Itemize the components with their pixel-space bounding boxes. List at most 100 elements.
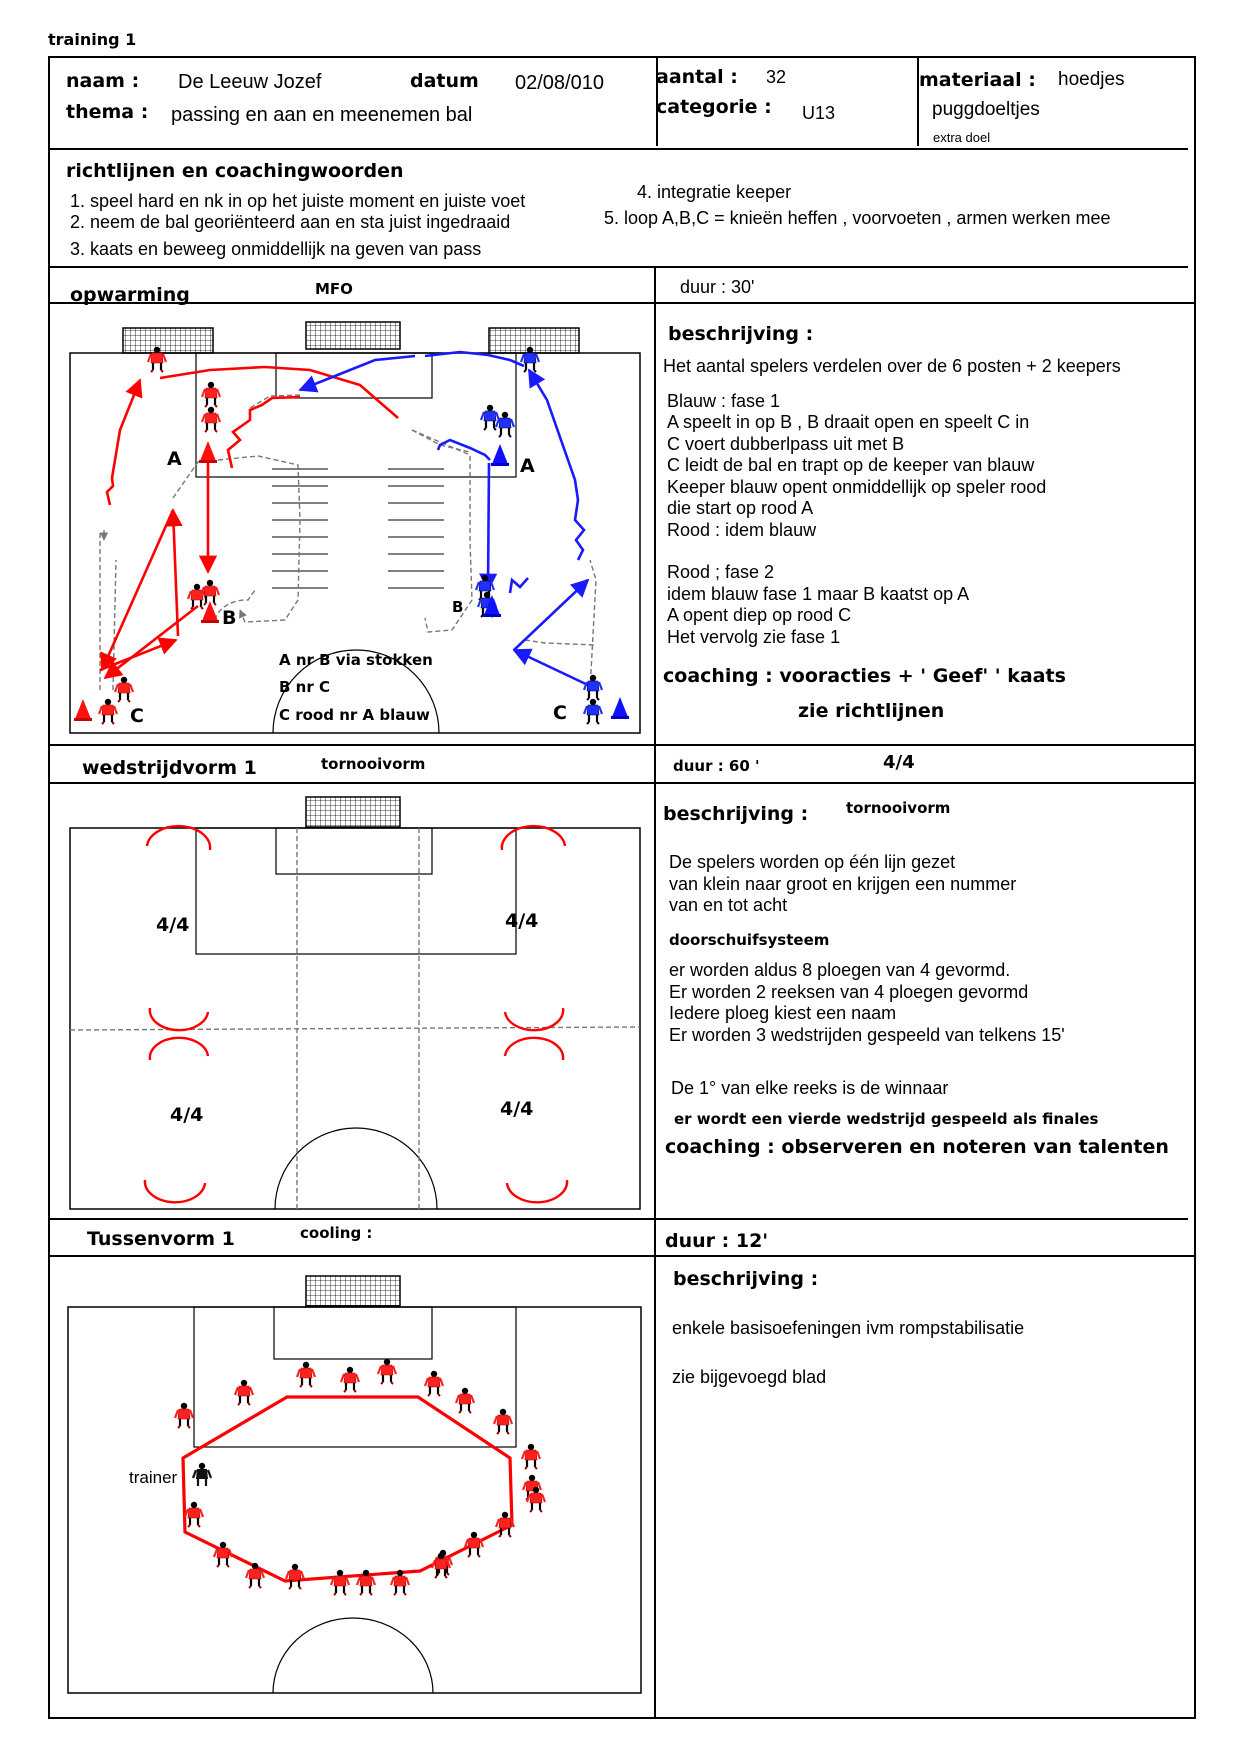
section2-coaching: coaching : observeren en noteren van tal… [665, 1136, 1169, 1158]
goal-left [122, 327, 214, 354]
field2-label-br: 4/4 [500, 1098, 534, 1120]
field1-label-a-red: A [167, 448, 182, 470]
divider-guidelines [48, 266, 1188, 268]
section2-subtitle: tornooivorm [321, 755, 426, 773]
section2-line-c: De 1° van elke reeks is de winnaar [671, 1078, 949, 1098]
section2-lines-a: De spelers worden op één lijn gezet van … [669, 852, 1016, 917]
naam-label: naam : [66, 70, 140, 92]
desc-line: Blauw : fase 1 [667, 390, 781, 411]
section1-duur: duur : 30' [680, 277, 755, 297]
section1-subtitle: MFO [315, 280, 353, 298]
cooling-circuit [181, 1395, 514, 1583]
goal-center [305, 796, 401, 828]
section2-bold-a: doorschuifsysteem [669, 931, 830, 949]
section2-duur: duur : 60 ' [673, 757, 760, 775]
desc-line: A opent diep op rood C [667, 605, 852, 625]
guideline-3: 3. kaats en beweeg onmiddellijk na geven… [70, 239, 482, 259]
field1-label-c-blue: C [553, 702, 567, 724]
field1-label-b-blue: B [452, 598, 464, 616]
field1-label-a-blue: A [520, 455, 535, 477]
section1-desc-title: beschrijving : [668, 323, 814, 345]
desc-line: er worden aldus 8 ploegen van 4 gevormd. [669, 960, 1011, 980]
desc-line: Het aantal spelers verdelen over de 6 po… [663, 356, 1121, 376]
divider-v-header-2 [917, 58, 919, 146]
thema-value: passing en aan en meenemen bal [171, 104, 473, 126]
desc-line: A speelt in op B , B draait open en spee… [667, 412, 1030, 432]
section2-desc-subtitle: tornooivorm [846, 799, 951, 817]
cone-red-icon [199, 441, 217, 463]
goal-right [488, 327, 580, 354]
trainer-label: trainer [129, 1468, 178, 1487]
guideline-5: 5. loop A,B,C = knieën heffen , voorvoet… [604, 208, 1111, 228]
desc-line: Er worden 3 wedstrijden gespeeld van tel… [669, 1024, 1065, 1045]
desc-line: van en tot acht [669, 895, 788, 915]
field-tussenvorm [67, 1275, 642, 1694]
page-label: training 1 [48, 30, 137, 49]
divider-header [48, 148, 1188, 150]
section3-line1: enkele basisoefeningen ivm rompstabilisa… [672, 1318, 1025, 1338]
field2-label-tr: 4/4 [505, 910, 539, 932]
divider-section3 [48, 1218, 1188, 1220]
guidelines-title: richtlijnen en coachingwoorden [66, 160, 404, 182]
divider-section2-title [48, 782, 1196, 784]
section3-title: Tussenvorm 1 [87, 1228, 235, 1250]
section2-bold-c: er wordt een vierde wedstrijd gespeeld a… [674, 1110, 1099, 1128]
divider-v-header-1 [656, 58, 658, 146]
desc-line: van klein naar groot en krijgen een numm… [669, 873, 1017, 894]
section3-subtitle: cooling : [300, 1224, 373, 1242]
desc-line: C leidt de bal en trapt op de keeper van… [667, 455, 1035, 475]
section3-line2: zie bijgevoegd blad [672, 1367, 827, 1387]
materiaal-label: materiaal : [919, 69, 1036, 91]
player-blue-icon [582, 673, 604, 702]
guideline-4: 4. integratie keeper [637, 182, 792, 202]
field1-note-3: C rood nr A blauw [279, 706, 430, 724]
player-blue-icon [494, 410, 516, 439]
player-red-icon [200, 405, 222, 434]
categorie-value: U13 [802, 103, 836, 123]
player-blue-icon [582, 697, 604, 726]
goal-center [305, 1275, 401, 1307]
thema-label: thema : [66, 101, 149, 123]
desc-line: C voert dubberlpass uit met B [667, 433, 905, 454]
desc-line: Het vervolg zie fase 1 [667, 626, 841, 647]
divider-section2 [48, 744, 1196, 746]
goal-center [305, 321, 401, 350]
datum-label: datum [410, 70, 479, 92]
materiaal-item-3: extra doel [933, 130, 991, 145]
section2-duur-extra: 4/4 [883, 752, 915, 773]
desc-line: Keeper blauw opent onmiddellijk op spele… [667, 476, 1047, 497]
desc-line: Rood ; fase 2 [667, 562, 775, 582]
cone-red-icon [74, 699, 92, 721]
field1-note-1: A nr B via stokken [279, 651, 433, 669]
guideline-1: 1. speel hard en nk in op het juiste mom… [70, 191, 526, 211]
section1-coaching: coaching : vooracties + ' Geef' ' kaats [663, 665, 1066, 687]
section3-duur: duur : 12' [665, 1230, 769, 1252]
divider-v-main [654, 268, 656, 1718]
section1-coaching2: zie richtlijnen [798, 700, 945, 722]
field2-label-tl: 4/4 [156, 914, 190, 936]
desc-line: De spelers worden op één lijn gezet [669, 852, 956, 872]
form-frame [48, 56, 1196, 1719]
materiaal-item-2: puggdoeltjes [932, 99, 1040, 120]
field-wedstrijdvorm [69, 796, 641, 1210]
section3-desc-title: beschrijving : [673, 1268, 819, 1290]
cooling-players [173, 1357, 547, 1597]
section2-title: wedstrijdvorm 1 [82, 757, 257, 779]
cone-blue-icon [491, 444, 509, 466]
field1-label-b-red: B [222, 607, 237, 629]
section2-lines-b: er worden aldus 8 ploegen van 4 gevormd.… [669, 960, 1065, 1046]
section1-title: opwarming [70, 284, 190, 306]
field1-label-c-red: C [130, 705, 144, 727]
aantal-label: aantal : [656, 66, 738, 88]
section2-desc-title: beschrijving : [663, 803, 809, 825]
field1-note-2: B nr C [279, 678, 330, 696]
naam-value: De Leeuw Jozef [178, 71, 322, 93]
guideline-2: 2. neem de bal georiënteerd aan en sta j… [70, 212, 511, 232]
player-red-icon [113, 675, 135, 704]
cone-blue-icon [611, 697, 629, 719]
aantal-value: 32 [766, 67, 787, 87]
divider-section1-title [48, 302, 1196, 304]
field-opwarming [69, 321, 641, 734]
player-red-icon [97, 697, 119, 726]
materiaal-item-1: hoedjes [1058, 69, 1125, 90]
